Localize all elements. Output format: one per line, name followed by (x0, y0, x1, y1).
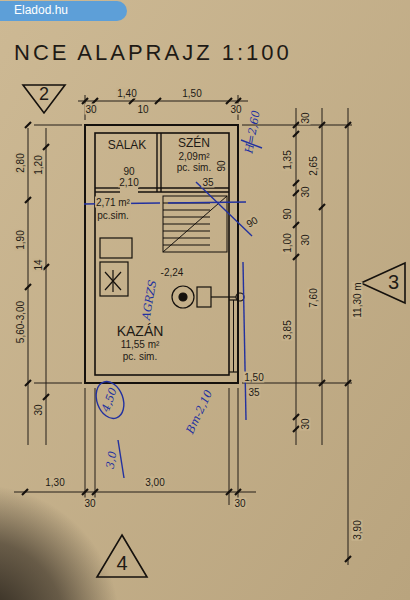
section-marker: 2 (22, 84, 66, 114)
node-heading: KAZÁN (99, 323, 181, 339)
dimension-lines (14, 95, 352, 565)
dimension-label: 1,50 (243, 372, 264, 383)
node-heading: Eladod.hu (14, 4, 127, 18)
dimension-label: 1,90 (15, 229, 26, 250)
node-heading: 4 (96, 552, 148, 575)
handwritten-marks (84, 140, 262, 478)
dimension-label: 14 (33, 258, 44, 271)
dimension-label: 2,71 m² (95, 197, 131, 208)
dimension-label: 7,60 (308, 287, 319, 308)
node-note: 11,55 m² (99, 339, 181, 351)
dimension-label: 35 (247, 387, 260, 398)
dimension-label: 5,60-3,00 (15, 300, 26, 344)
staircase (163, 196, 227, 252)
node-note: pc. sim. (99, 351, 181, 363)
room-label: KAZÁN11,55 m²pc. sim. (99, 323, 181, 371)
dimension-label: 1,50 (181, 88, 202, 99)
marker-triangle (360, 262, 406, 304)
dimension-label: 30 (229, 104, 242, 115)
marker-outline (23, 85, 65, 113)
dimension-label: 90 (216, 159, 227, 172)
stair-step (163, 217, 210, 218)
stair-step (163, 231, 210, 232)
node-heading: SZÉN (163, 137, 225, 151)
dimension-label: 3,00 (144, 477, 165, 488)
stair-step (163, 224, 210, 225)
walls (85, 125, 238, 383)
dimension-label: 1,00 (282, 232, 293, 253)
dimension-label: 30 (300, 111, 311, 124)
fixtures (100, 238, 244, 308)
marker-outline (361, 263, 405, 303)
dimension-label: 1,40 (116, 88, 137, 99)
dimension-label: pc.sim. (96, 210, 130, 221)
dimension-label: 30 (233, 498, 246, 509)
stair-step (163, 210, 210, 211)
dimension-label: 30 (300, 417, 311, 430)
node-heading: SALAK (99, 139, 155, 153)
dimension-label: 10 (136, 104, 149, 115)
watermark-badge: Eladod.hu (0, 1, 127, 21)
section-marker: 3 (360, 262, 406, 304)
node-heading: 2 (22, 84, 66, 105)
node-heading: 3 (360, 271, 399, 294)
dimension-label: 30 (84, 104, 97, 115)
dimension-label: 90 (282, 207, 293, 220)
photo-shadow (0, 485, 120, 600)
dimension-label: 2,10 (118, 177, 139, 188)
dimension-label: 1,35 (282, 149, 293, 170)
dimension-label: 30 (83, 498, 96, 509)
section-marker: 4 (96, 534, 148, 578)
dimension-label: 30 (300, 233, 311, 246)
stair-step (163, 245, 210, 246)
dimension-ticks (22, 98, 351, 562)
dimension-label: 30 (33, 403, 44, 416)
dimension-label: 11,30 m (352, 281, 363, 318)
dimension-label: 2,65 (308, 155, 319, 176)
dimension-label: -2,24 (160, 267, 185, 278)
dimension-label: 30 (300, 185, 311, 198)
marker-outline (97, 535, 147, 577)
dimension-label: 90 (122, 166, 135, 177)
room-label: SALAK (99, 139, 155, 157)
dimension-label: 35 (201, 177, 214, 188)
dimension-label: 1,20 (33, 154, 44, 175)
dimension-label: 1,30 (44, 477, 65, 488)
stair-step (163, 238, 210, 239)
plan-title: NCE ALAPRAJZ 1:100 (14, 40, 292, 66)
dimension-label: 3,90 (352, 519, 363, 540)
dimension-label: 2,80 (15, 152, 26, 173)
dimension-label: 3,85 (282, 319, 293, 340)
